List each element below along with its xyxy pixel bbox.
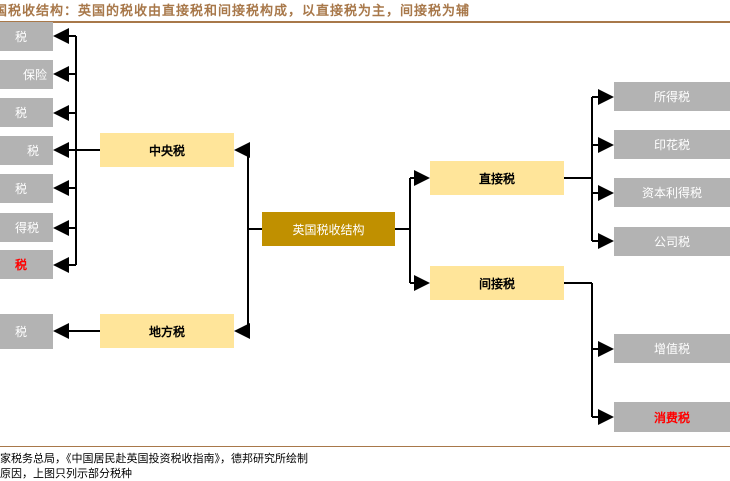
central-tax-item: 税 (0, 174, 53, 203)
direct-tax-item: 资本利得税 (614, 178, 730, 207)
central-tax-item: 税 (0, 136, 53, 165)
central-tax-node: 中央税 (100, 133, 234, 167)
central-tax-item: 税 (0, 22, 53, 51)
source-note: 家税务总局，《中国居民赴英国投资税收指南》，德邦研究所绘制 (0, 452, 308, 465)
central-tax-item: 保险 (0, 60, 53, 89)
central-tax-item-highlight: 税 (0, 250, 53, 279)
direct-tax-item: 所得税 (614, 82, 730, 111)
indirect-tax-item: 增值税 (614, 334, 730, 363)
local-tax-item: 税 (0, 314, 53, 349)
title-rule (0, 21, 730, 23)
footnote: 原因，上图只列示部分税种 (0, 467, 132, 480)
central-tax-item: 税 (0, 98, 53, 127)
local-tax-node: 地方税 (100, 314, 234, 348)
direct-tax-node: 直接税 (430, 161, 564, 195)
indirect-tax-item-highlight: 消费税 (614, 402, 730, 432)
indirect-tax-node: 间接税 (430, 266, 564, 300)
direct-tax-item: 印花税 (614, 130, 730, 159)
direct-tax-item: 公司税 (614, 227, 730, 256)
footer-rule (0, 446, 730, 447)
central-tax-item: 得税 (0, 213, 53, 242)
root-node: 英国税收结构 (262, 212, 395, 246)
figure-title: 国税收结构：英国的税收由直接税和间接税构成，以直接税为主，间接税为辅 (0, 4, 471, 19)
